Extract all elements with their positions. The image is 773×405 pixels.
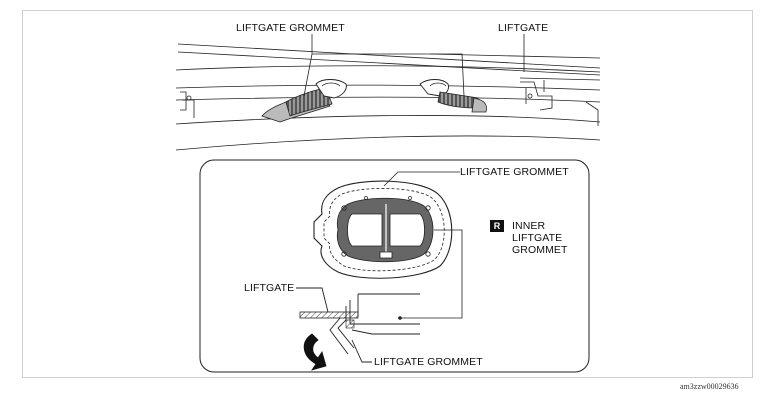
label-liftgate-grommet-top: LIFTGATE GROMMET [236, 22, 345, 34]
removal-arrow-icon [303, 333, 327, 371]
label-detail-grommet-bottom: LIFTGATE GROMMET [374, 356, 483, 368]
label-inner-liftgate-grommet: INNER LIFTGATE GROMMET [512, 220, 568, 256]
top-left-grommet [261, 79, 347, 123]
label-liftgate-top: LIFTGATE [498, 22, 549, 34]
figure-code: am3zzw00029636 [680, 382, 739, 391]
label-detail-grommet-top: LIFTGATE GROMMET [460, 166, 569, 178]
liftgate-overview [175, 43, 601, 151]
grommet-face-view [313, 180, 453, 279]
figure-frame [22, 10, 753, 378]
reference-badge [490, 220, 504, 232]
detail-box [199, 159, 590, 373]
label-liftgate-detail: LIFTGATE [244, 282, 295, 294]
leader-dot [398, 316, 402, 320]
inner-line-2: LIFTGATE [512, 232, 563, 244]
grommet-section-view [296, 287, 420, 363]
top-leader-lines [303, 34, 525, 97]
top-right-grommet [419, 79, 487, 113]
inner-line-3: GROMMET [512, 244, 568, 256]
leader-inner-grommet [400, 229, 463, 319]
inner-line-1: INNER [512, 220, 546, 232]
leader-detail-grommet-top [383, 171, 460, 187]
badge-letter: R [493, 221, 501, 231]
